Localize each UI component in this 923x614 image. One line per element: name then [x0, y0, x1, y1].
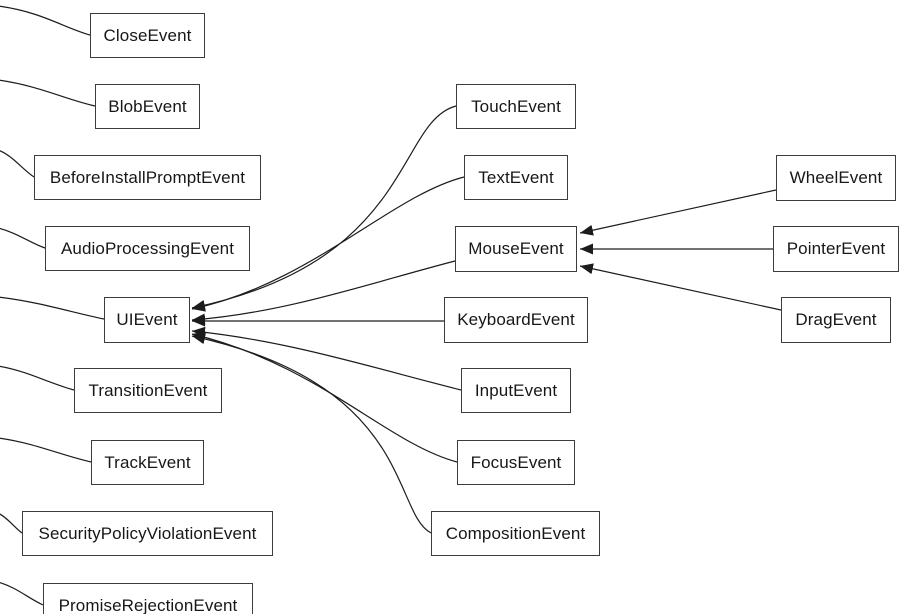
node-label: TrackEvent — [104, 452, 191, 472]
edge-DragEvent-MouseEvent — [579, 263, 782, 311]
node-TouchEvent: TouchEvent — [456, 84, 576, 129]
node-FocusEvent: FocusEvent — [457, 440, 575, 485]
node-label: InputEvent — [474, 380, 558, 400]
edge-TextEvent-UIEvent — [191, 176, 465, 312]
node-label: BlobEvent — [108, 96, 187, 116]
edge-CompositionEvent-UIEvent — [191, 333, 432, 534]
node-AudioProcessingEvent: AudioProcessingEvent — [45, 226, 250, 271]
node-label: TextEvent — [478, 167, 554, 187]
node-label: DragEvent — [795, 310, 877, 329]
edge-offscreen-left-UIEvent — [0, 296, 105, 320]
node-MouseEvent: MouseEvent — [455, 226, 577, 272]
node-label: PointerEvent — [786, 239, 886, 258]
node-label: CloseEvent — [103, 25, 192, 45]
edge-offscreen-left-TransitionEvent — [0, 365, 75, 391]
node-label: WheelEvent — [789, 168, 883, 187]
node-BeforeInstallPromptEvent: BeforeInstallPromptEvent — [34, 155, 261, 200]
edge-offscreen-left-BlobEvent — [0, 79, 96, 107]
node-label: MouseEvent — [468, 239, 564, 258]
node-TrackEvent: TrackEvent — [91, 440, 204, 485]
node-UIEvent: UIEvent — [104, 297, 190, 343]
edge-FocusEvent-UIEvent — [191, 331, 458, 463]
node-BlobEvent: BlobEvent — [95, 84, 200, 129]
node-label: AudioProcessingEvent — [60, 238, 235, 258]
node-KeyboardEvent: KeyboardEvent — [444, 297, 588, 343]
edge-WheelEvent-MouseEvent — [579, 189, 777, 236]
node-PromiseRejectionEvent: PromiseRejectionEvent — [43, 583, 253, 614]
node-label: SecurityPolicyViolationEvent — [38, 523, 257, 543]
node-label: UIEvent — [116, 310, 178, 329]
node-label: BeforeInstallPromptEvent — [49, 167, 246, 187]
node-label: TransitionEvent — [88, 380, 208, 400]
edge-offscreen-left-BeforeInstallPromptEvent — [0, 150, 35, 178]
edge-offscreen-left-PromiseRejectionEvent — [0, 582, 44, 606]
node-label: PromiseRejectionEvent — [58, 595, 238, 614]
node-CompositionEvent: CompositionEvent — [431, 511, 600, 556]
node-label: CompositionEvent — [445, 523, 586, 543]
edge-MouseEvent-UIEvent — [191, 260, 456, 325]
node-TransitionEvent: TransitionEvent — [74, 368, 222, 413]
node-SecurityPolicyViolationEvent: SecurityPolicyViolationEvent — [22, 511, 273, 556]
node-InputEvent: InputEvent — [461, 368, 571, 413]
edge-offscreen-left-AudioProcessingEvent — [0, 227, 46, 249]
edge-offscreen-left-SecurityPolicyViolationEvent — [0, 513, 23, 534]
node-CloseEvent: CloseEvent — [90, 13, 205, 58]
edge-TouchEvent-UIEvent — [191, 105, 457, 311]
node-label: TouchEvent — [471, 96, 561, 116]
edge-offscreen-left-CloseEvent — [0, 5, 91, 36]
node-label: FocusEvent — [470, 452, 562, 472]
edge-InputEvent-UIEvent — [191, 326, 462, 391]
edge-offscreen-left-TrackEvent — [0, 437, 92, 463]
node-TextEvent: TextEvent — [464, 155, 568, 200]
node-DragEvent: DragEvent — [781, 297, 891, 343]
node-WheelEvent: WheelEvent — [776, 155, 896, 201]
node-label: KeyboardEvent — [457, 310, 575, 329]
node-PointerEvent: PointerEvent — [773, 226, 899, 272]
edge-group — [0, 5, 782, 606]
